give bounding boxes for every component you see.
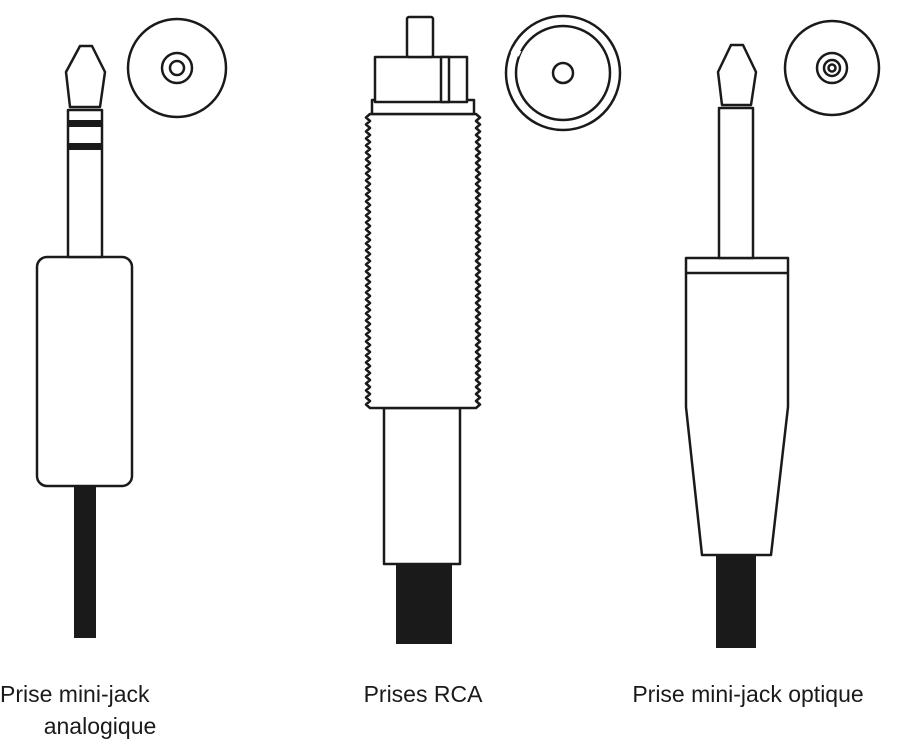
rca-head xyxy=(373,55,469,104)
rca-end-pin xyxy=(551,61,575,85)
rca-knurled-grip xyxy=(364,112,482,410)
analog-jack-shaft xyxy=(66,108,104,259)
rca-end-ring-gap xyxy=(510,47,522,57)
rca-plug xyxy=(364,15,482,644)
analog-mini-jack-plug xyxy=(35,44,134,638)
rca-caption: Prises RCA xyxy=(363,681,483,707)
rca-end-view xyxy=(504,14,622,132)
optical-caption: Prise mini-jack optique xyxy=(632,681,864,707)
rca-notch xyxy=(439,55,451,104)
analog-jack-ring-2 xyxy=(68,143,102,150)
optical-jack-end-view xyxy=(783,19,881,117)
analog-jack-ring-1 xyxy=(68,120,102,127)
optical-jack-shaft xyxy=(717,106,755,260)
rca-end-ring xyxy=(514,24,612,122)
optical-mini-jack-plug xyxy=(684,43,790,648)
optical-end-core xyxy=(827,63,837,73)
optical-jack-tip xyxy=(716,43,758,107)
rca-pin xyxy=(405,15,435,59)
analog-jack-cable xyxy=(74,486,96,638)
rca-lower-sleeve xyxy=(382,406,462,566)
analog-jack-body xyxy=(35,255,134,488)
analog-jack-tip xyxy=(64,44,107,109)
optical-jack-cable xyxy=(716,552,756,648)
analog-caption-line-1: Prise mini-jack xyxy=(0,681,150,707)
analog-jack-end-view xyxy=(126,17,228,119)
optical-jack-body xyxy=(684,256,790,557)
rca-cable xyxy=(396,562,452,644)
analog-end-inner xyxy=(168,59,186,77)
analog-caption-line-2: analogique xyxy=(43,713,157,739)
